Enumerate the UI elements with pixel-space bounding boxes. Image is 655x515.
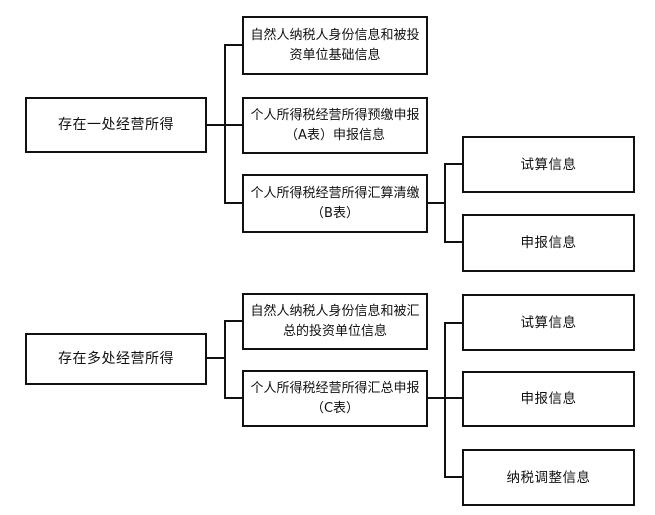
tree2-child2-node: 个人所得税经营所得汇总申报（C表） <box>242 370 428 427</box>
tree1-child2-node: 个人所得税经营所得预缴申报（A表）申报信息 <box>242 97 428 154</box>
tree1-sub1-node: 试算信息 <box>462 136 635 193</box>
tree2-sub1-node: 试算信息 <box>462 294 635 351</box>
tree1-child1-node: 自然人纳税人身份信息和被投资单位基础信息 <box>242 16 428 75</box>
tree2-sub2-node: 申报信息 <box>462 371 635 427</box>
tree2-child1-node: 自然人纳税人身份信息和被汇总的投资单位信息 <box>242 293 428 350</box>
tree1-sub2-node: 申报信息 <box>462 214 635 272</box>
tree1-child3-node: 个人所得税经营所得汇算清缴（B表） <box>242 174 428 233</box>
tree2-sub3-node: 纳税调整信息 <box>462 449 635 506</box>
tree2-root-node: 存在多处经营所得 <box>25 333 207 385</box>
tree1-root-node: 存在一处经营所得 <box>25 97 207 153</box>
